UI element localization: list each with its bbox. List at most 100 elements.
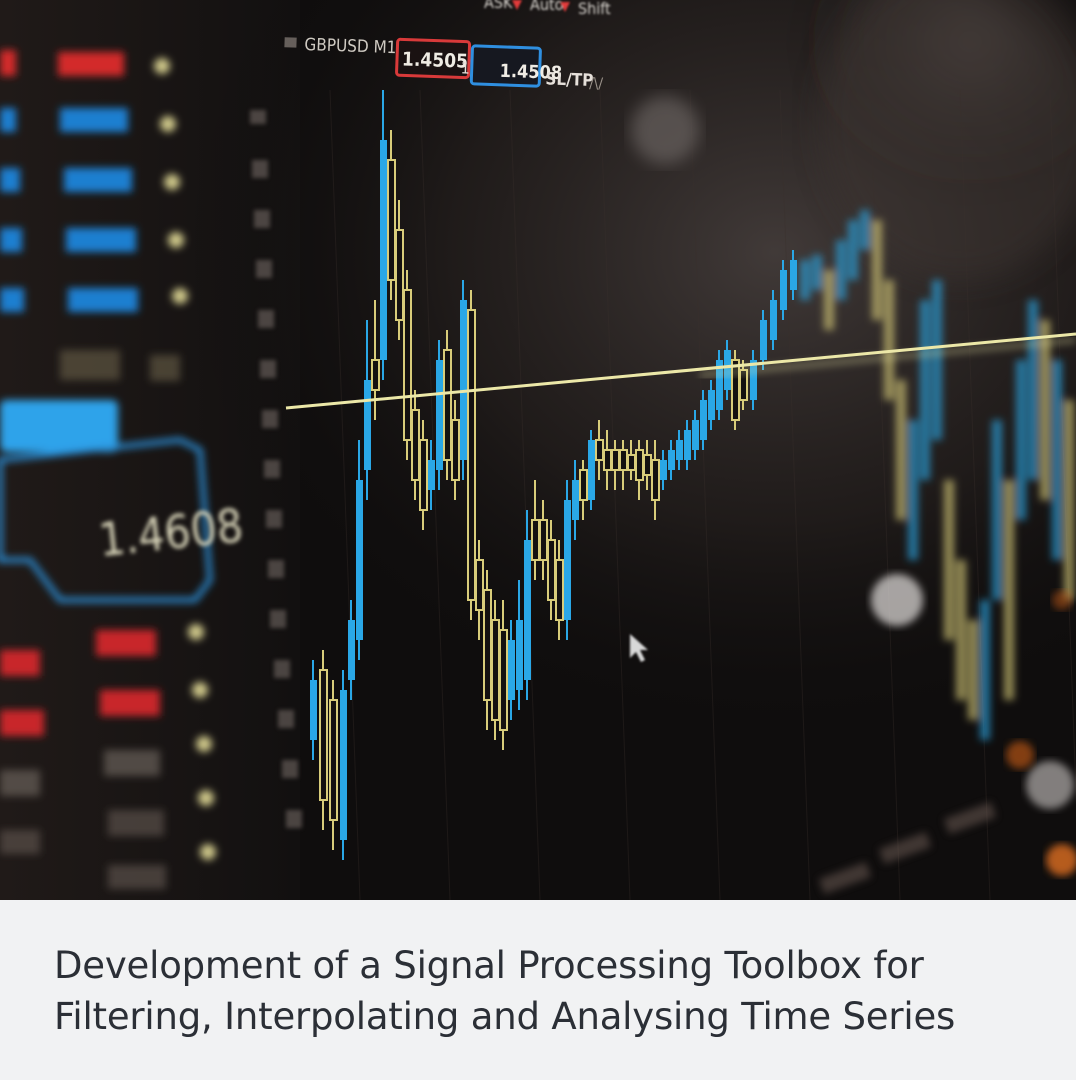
candle-body: [380, 140, 387, 360]
blurred-candle: [956, 560, 966, 700]
blurred-candle: [824, 270, 834, 330]
order-book-panel: [0, 50, 216, 889]
candle-body: [643, 454, 652, 476]
candle-body: [460, 300, 467, 460]
candle-body: [651, 459, 660, 501]
candle-body: [708, 390, 715, 420]
candle-body: [684, 430, 691, 460]
candle-body: [627, 454, 636, 471]
candle-body: [700, 400, 707, 440]
candle-body: [750, 360, 757, 400]
candle-body: [572, 480, 579, 520]
candle-body: [348, 620, 355, 680]
candle-body: [340, 690, 347, 840]
svg-text:Auto: Auto: [530, 0, 564, 14]
blurred-candle: [872, 220, 882, 320]
blurred-candle: [968, 620, 978, 720]
candle-body: [692, 420, 699, 450]
bid-price[interactable]: 1.4505: [402, 48, 469, 72]
candlestick-series: [310, 90, 797, 860]
candle-body: [436, 360, 443, 470]
candle-body: [531, 519, 540, 561]
candle-body: [603, 449, 612, 471]
blurred-candle: [1016, 360, 1026, 520]
blurred-candle: [944, 480, 954, 640]
candle-body: [555, 559, 564, 621]
sl-tp-button[interactable]: SL/TP: [545, 69, 594, 91]
blurred-candle: [992, 420, 1002, 600]
symbol-label: GBPUSD M15: [304, 35, 406, 59]
chart-tool-icons: [250, 110, 302, 828]
candle-body: [467, 309, 476, 601]
candle-body: [499, 629, 508, 731]
blurred-candle: [836, 240, 846, 300]
candle-body: [619, 449, 628, 471]
cursor-arrow-icon: [630, 634, 648, 662]
blurred-candle: [812, 255, 822, 290]
candle-body: [579, 469, 588, 501]
blurred-candle: [800, 260, 810, 300]
candle-body: [790, 260, 797, 290]
candle-body: [451, 419, 460, 481]
blurred-candle: [1004, 480, 1014, 700]
candle-body: [780, 270, 787, 310]
candle-body: [668, 450, 675, 470]
title-line-2: Filtering, Interpolating and Analysing T…: [54, 995, 956, 1038]
blurred-candle: [1064, 400, 1074, 600]
candle-body: [310, 680, 317, 740]
blurred-candle: [1052, 360, 1062, 560]
candle-body: [319, 669, 328, 801]
crosshair-line: [285, 332, 1076, 410]
candle-body: [508, 640, 515, 700]
blurred-candles: [800, 210, 1074, 740]
candle-body: [660, 460, 667, 480]
dropdown-triangle-icon: [560, 2, 570, 12]
candle-body: [595, 439, 604, 461]
caption-area: Development of a Signal Processing Toolb…: [0, 900, 1076, 1080]
trading-screen-image: 1.4608 ASK A: [0, 0, 1076, 900]
blurred-candle: [848, 220, 858, 280]
blurred-candle: [896, 380, 906, 520]
candle-body: [475, 559, 484, 611]
blurred-candle: [980, 600, 990, 740]
candle-body: [428, 460, 435, 490]
dropdown-triangle-icon: [512, 0, 522, 10]
candle-body: [716, 360, 723, 410]
candle-body: [419, 439, 428, 511]
candle-body: [770, 300, 777, 340]
blurred-candle: [860, 210, 870, 250]
blurred-candle: [908, 420, 918, 560]
svg-text:/\/: /\/: [589, 74, 604, 92]
blurred-candle: [884, 280, 894, 400]
candle-body: [491, 619, 500, 721]
candle-body: [524, 540, 531, 680]
candle-body: [611, 449, 620, 471]
candle-body: [760, 320, 767, 360]
candle-body: [635, 449, 644, 481]
blurred-candle: [1040, 320, 1050, 500]
candle-body: [329, 699, 338, 821]
title-line-1: Development of a Signal Processing Toolb…: [54, 944, 924, 987]
candle-body: [588, 440, 595, 500]
blurred-candle: [920, 300, 930, 480]
trade-panel: GBPUSD M15 1.4505 1.00 1.4508 SL/TP /\/: [284, 35, 604, 92]
candle-body: [539, 519, 548, 561]
svg-text:ASK: ASK: [484, 0, 513, 12]
menu-icon[interactable]: [284, 37, 297, 48]
candle-body: [387, 159, 396, 281]
candle-body: [364, 380, 371, 470]
candle-body: [356, 480, 363, 640]
chart-toolbar: ASK Auto Shift: [484, 0, 611, 18]
candle-body: [516, 620, 523, 690]
candle-body: [564, 500, 571, 620]
candle-body: [547, 539, 556, 601]
candle-body: [739, 369, 748, 401]
trading-chart-photo: 1.4608 ASK A: [0, 0, 1076, 900]
ask-price[interactable]: 1.4508: [499, 61, 562, 84]
svg-text:Shift: Shift: [578, 0, 611, 18]
blurred-candle: [932, 280, 942, 440]
article-title[interactable]: Development of a Signal Processing Toolb…: [54, 940, 1022, 1042]
candle-body: [371, 359, 380, 391]
candle-body: [676, 440, 683, 460]
